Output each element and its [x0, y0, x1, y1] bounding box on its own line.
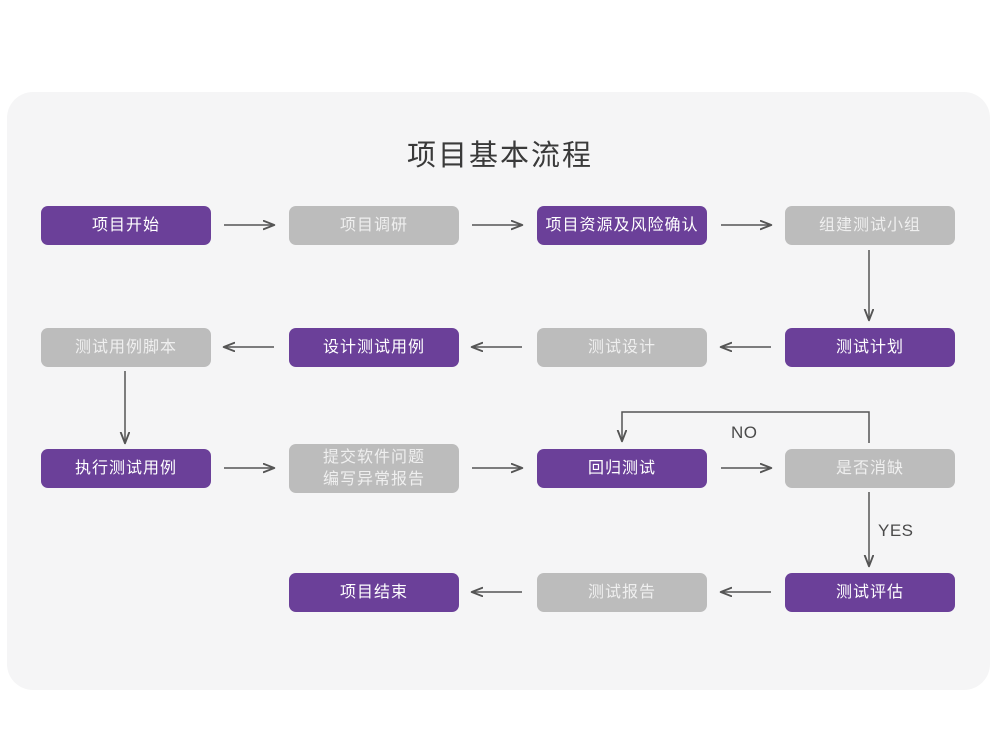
node-project-research[interactable]: 项目调研 [289, 206, 459, 245]
node-test-plan[interactable]: 测试计划 [785, 328, 955, 367]
node-execute-test-case[interactable]: 执行测试用例 [41, 449, 211, 488]
page-title: 项目基本流程 [406, 140, 593, 172]
node-test-case-script[interactable]: 测试用例脚本 [41, 328, 211, 367]
node-defect-cleared[interactable]: 是否消缺 [785, 449, 955, 488]
node-design-test-case[interactable]: 设计测试用例 [289, 328, 459, 367]
branch-label-yes: YES [878, 521, 914, 540]
node-submit-bug-report[interactable]: 提交软件问题 编写异常报告 [289, 444, 459, 493]
node-project-end[interactable]: 项目结束 [289, 573, 459, 612]
node-project-start[interactable]: 项目开始 [41, 206, 211, 245]
node-test-evaluation[interactable]: 测试评估 [785, 573, 955, 612]
node-form-test-team[interactable]: 组建测试小组 [785, 206, 955, 245]
node-test-report[interactable]: 测试报告 [537, 573, 707, 612]
node-test-design[interactable]: 测试设计 [537, 328, 707, 367]
node-regression-test[interactable]: 回归测试 [537, 449, 707, 488]
branch-label-no: NO [731, 423, 758, 442]
node-resource-risk-confirm[interactable]: 项目资源及风险确认 [537, 206, 707, 245]
